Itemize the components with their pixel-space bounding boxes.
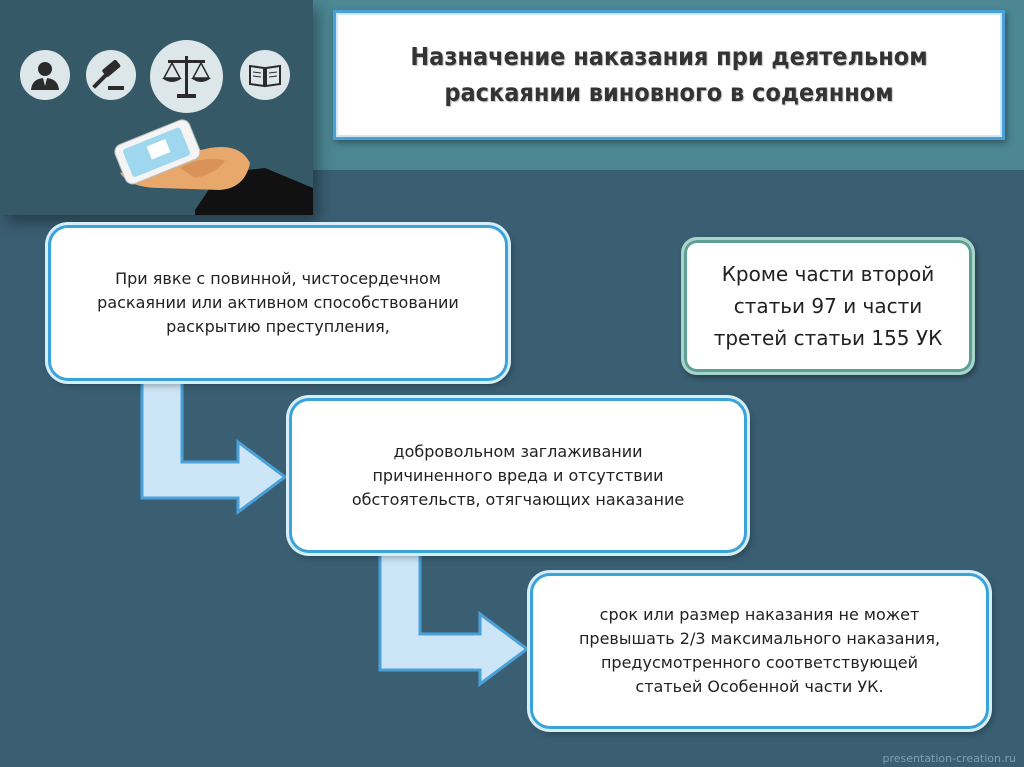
gavel-icon: [86, 50, 136, 100]
step-box-1: При явке с повинной, чистосердечном раск…: [48, 225, 508, 381]
note-box: Кроме части второй статьи 97 и части тре…: [681, 237, 975, 375]
step1-line-1: При явке с повинной, чистосердечном: [115, 269, 441, 288]
step-box-3: срок или размер наказания не может превы…: [530, 573, 989, 729]
step1-line-3: раскрытию преступления,: [166, 317, 390, 336]
book-icon: [240, 50, 290, 100]
step2-line-2: причиненного вреда и отсутствии: [372, 465, 664, 485]
title-line-2: раскаянии виновного в содеянном: [444, 78, 894, 107]
step3-line-4: статьей Особенной части УК.: [635, 677, 884, 696]
note-line-1: Кроме части второй: [721, 262, 935, 286]
step2-line-3: обстоятельств, отягчающих наказание: [351, 489, 685, 509]
scales-icon: [150, 40, 223, 113]
note-line-3: третей статьи 155 УК: [713, 326, 943, 350]
step3-line-2: превышать 2/3 максимального наказания,: [578, 629, 941, 648]
step-box-2: добровольном заглаживании причиненного в…: [289, 398, 747, 553]
step1-line-2: раскаянии или активном способствовании: [97, 293, 459, 312]
arrow-step2-to-step3: [378, 552, 530, 687]
person-icon: [20, 50, 70, 100]
step2-line-1: добровольном заглаживании: [393, 441, 643, 461]
hand-phone-illustration: [114, 119, 313, 215]
arrow-step1-to-step2: [140, 380, 288, 515]
footer-watermark: presentation-creation.ru: [882, 752, 1017, 765]
illustration-panel: [0, 0, 313, 215]
step3-line-1: срок или размер наказания не может: [599, 605, 920, 624]
step3-line-3: предусмотренного соответствующей: [600, 653, 919, 672]
note-line-2: статьи 97 и части: [733, 294, 923, 318]
title-line-1: Назначение наказания при деятельном: [410, 42, 928, 71]
title-box: Назначение наказания при деятельном раск…: [333, 10, 1005, 140]
page-title: Назначение наказания при деятельном раск…: [410, 39, 927, 111]
